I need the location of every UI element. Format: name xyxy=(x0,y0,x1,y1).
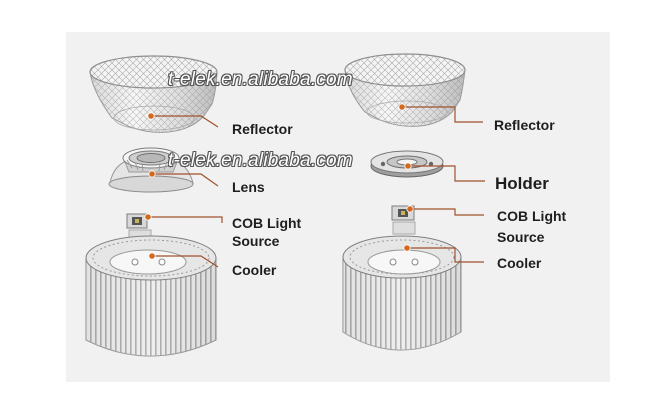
watermark-middle: t-elek.en.alibaba.com xyxy=(168,150,353,171)
left-lens-label: Lens xyxy=(232,179,265,195)
leader-left-cob xyxy=(148,216,223,223)
leader-right-cooler xyxy=(407,247,484,263)
leader-right-cob xyxy=(410,208,484,216)
left-reflector xyxy=(89,55,218,133)
right-cooler-label: Cooler xyxy=(497,255,542,271)
right-holder-label: Holder xyxy=(495,174,549,193)
right-cob-label-line1: COB Light xyxy=(497,208,567,224)
right-reflector-label: Reflector xyxy=(494,117,555,133)
left-cob-label-line1: COB Light xyxy=(232,215,302,231)
left-cooler-label: Cooler xyxy=(232,262,277,278)
left-cob-label-line2: Source xyxy=(232,233,280,249)
left-lens xyxy=(108,147,194,193)
leader-left-reflector xyxy=(151,115,219,128)
right-cooler xyxy=(342,235,462,351)
right-cob-label-line2: Source xyxy=(497,229,545,245)
anchor-points xyxy=(144,103,414,260)
leader-left-cooler xyxy=(152,255,219,268)
leader-right-reflector xyxy=(402,106,483,123)
leader-right-holder xyxy=(408,165,485,182)
right-reflector xyxy=(344,53,466,127)
leader-left-lens xyxy=(152,173,219,187)
left-reflector-label: Reflector xyxy=(232,121,293,137)
leader-lines xyxy=(148,106,485,268)
watermark-top: t-elek.en.alibaba.com xyxy=(168,69,353,90)
